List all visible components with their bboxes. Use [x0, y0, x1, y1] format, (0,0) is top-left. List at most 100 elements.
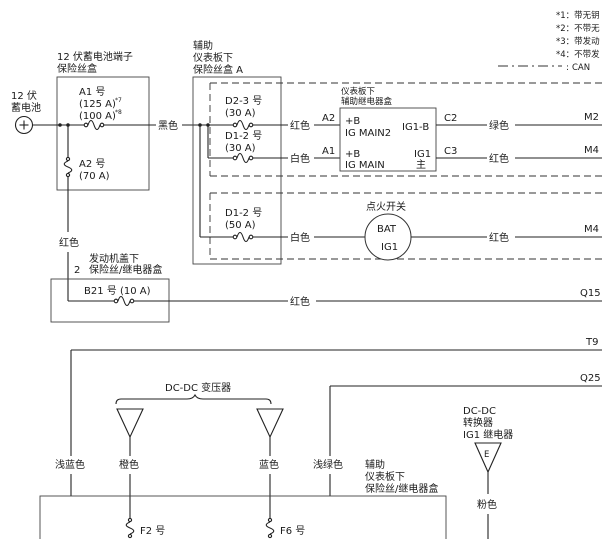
dcdc-relay-terminal: [474, 442, 502, 474]
conn-m4b-bg: [582, 222, 602, 234]
legend-note-3: *3：带发动: [556, 36, 600, 47]
wire-pink-label: 粉色: [477, 498, 497, 511]
conn-m4b-label: M4: [584, 224, 599, 235]
legend-note-2: *2：不带无: [556, 24, 600, 34]
legend-note-4: *4：不带发: [556, 49, 600, 60]
ignition-ig1: IG1: [381, 242, 398, 253]
fuse-a1-symbol: [83, 119, 105, 131]
dcdc-title: DC-DC 变压器: [165, 381, 231, 394]
conn-m4a-bg: [582, 143, 602, 155]
wire-green-label: 绿色: [489, 119, 509, 132]
wire-red-2-label: 红色: [489, 152, 509, 165]
relay-out-bot-2: 主: [416, 159, 426, 171]
wire-blue-label: 蓝色: [259, 458, 279, 471]
fuse-d12a-name: D1-2 号: [225, 130, 262, 142]
conn-m2-label: M2: [584, 112, 599, 123]
legend-note-1: *1：带无钥: [556, 10, 600, 21]
fuse-a1-name: A1 号: [79, 86, 105, 98]
fuse-b21-symbol: [113, 295, 135, 307]
wire-white-2-label-bg: [288, 230, 314, 244]
wire-red-3-label-bg: [487, 230, 515, 244]
fuse-a2-rating: (70 A): [79, 171, 110, 182]
fuse-a1-rating-1: (125 A): [79, 99, 116, 110]
relay-box-title-2: 辅助继电器盒: [341, 96, 393, 107]
fuse-d12b-symbol: [232, 231, 254, 243]
wire-light-green-label: 浅绿色: [313, 458, 343, 471]
wire-white-1-label-bg: [288, 151, 314, 165]
dcdc-relay-pin: E: [484, 450, 489, 460]
aux-box-title-3: 保险丝盒 A: [193, 63, 243, 76]
conn-q15-bg: [579, 286, 602, 298]
wire-white-2-label: 白色: [290, 231, 310, 244]
terminal-fuse-box: [56, 76, 150, 191]
wire-red-3-label: 红色: [489, 231, 509, 244]
relay-pin-a2: A2: [322, 113, 335, 124]
fuse-d23-symbol: [232, 119, 254, 131]
lower-box-title-3: 保险丝/继电器盒: [365, 482, 438, 495]
relay-in-top-1: +B: [345, 116, 360, 127]
wire-red-2-label-bg: [487, 151, 515, 165]
conn-m2-bg: [582, 110, 602, 122]
engine-box-pin: 2: [74, 265, 80, 276]
dcdc-relay-label-3: IG1 继电器: [463, 428, 513, 441]
dcdc-relay-label-1: DC-DC: [463, 406, 496, 417]
terminal-box-title-2: 保险丝盒: [57, 62, 97, 75]
dcdc-terminal-right: [256, 408, 284, 439]
wire-black-label: 黑色: [158, 119, 178, 132]
relay-in-bot-1: +B: [345, 149, 360, 160]
conn-q25-label: Q25: [580, 373, 601, 384]
ignition-title: 点火开关: [366, 200, 406, 213]
relay-box-title-1: 仪表板下: [341, 86, 376, 97]
legend-can-colon: :: [566, 63, 569, 73]
wire-white-1-label: 白色: [290, 152, 310, 165]
fuse-f2-name: F2 号: [140, 525, 165, 537]
conn-m4a-label: M4: [584, 145, 599, 156]
wire-red-5-label-bg: [288, 294, 316, 308]
fuse-f6-name: F6 号: [280, 525, 305, 537]
dcdc-terminal-left: [116, 408, 144, 439]
fuse-d12a-symbol: [232, 152, 254, 164]
fuse-d12a-rating: (30 A): [225, 143, 256, 154]
lower-box-title-2: 仪表板下: [365, 470, 405, 483]
fuse-a1-rating-2: (100 A): [79, 111, 116, 122]
conn-q15-label: Q15: [580, 288, 601, 299]
lower-fuse-box: [39, 495, 447, 539]
dcdc-relay-label-2: 转换器: [463, 416, 493, 429]
fuse-f6-symbol: [265, 517, 275, 539]
wire-red-5-label: 红色: [290, 295, 310, 308]
relay-in-top-2: IG MAIN2: [345, 128, 391, 139]
relay-pin-a1: A1: [322, 146, 335, 157]
ignition-switch: [364, 213, 412, 261]
relay-pin-c3: C3: [444, 146, 457, 157]
fuse-d23-name: D2-3 号: [225, 95, 262, 107]
battery-label-2: 蓄电池: [11, 101, 41, 114]
fuse-a1-mark-2: *8: [115, 109, 122, 116]
relay-out-bot-1: IG1: [414, 149, 431, 160]
engine-box-title-1: 发动机盖下: [89, 252, 139, 265]
wire-red-1-label-bg: [288, 118, 314, 132]
fuse-a2-name: A2 号: [79, 158, 105, 170]
legend-can-label: CAN: [572, 63, 590, 73]
aux-box-title-1: 辅助: [193, 39, 213, 52]
ignition-bat: BAT: [377, 224, 397, 235]
wire-light-blue-label: 浅蓝色: [55, 458, 85, 471]
fuse-d12b-name: D1-2 号: [225, 207, 262, 219]
fuse-d12b-rating: (50 A): [225, 220, 256, 231]
battery-label-1: 12 伏: [11, 89, 37, 102]
fuse-f2-symbol: [125, 517, 135, 539]
wire-orange-label: 橙色: [119, 458, 139, 471]
engine-box-title-2: 保险丝/继电器盒: [89, 263, 162, 276]
conn-t9-label: T9: [585, 337, 598, 348]
aux-fuse-box-a: [192, 76, 282, 265]
aux-box-title-2: 仪表板下: [193, 51, 233, 64]
fuse-a1-mark-1: *7: [115, 97, 122, 104]
relay-box: [339, 107, 437, 172]
wire-red-1-label: 红色: [290, 119, 310, 132]
wire-red-down-label: 红色: [59, 236, 79, 249]
wire-black-label-bg: [156, 118, 182, 132]
dcdc-bracket: [115, 393, 272, 405]
fuse-d23-rating: (30 A): [225, 108, 256, 119]
relay-out-top-1: IG1-B: [402, 122, 429, 133]
wire-green-label-bg: [487, 118, 515, 132]
